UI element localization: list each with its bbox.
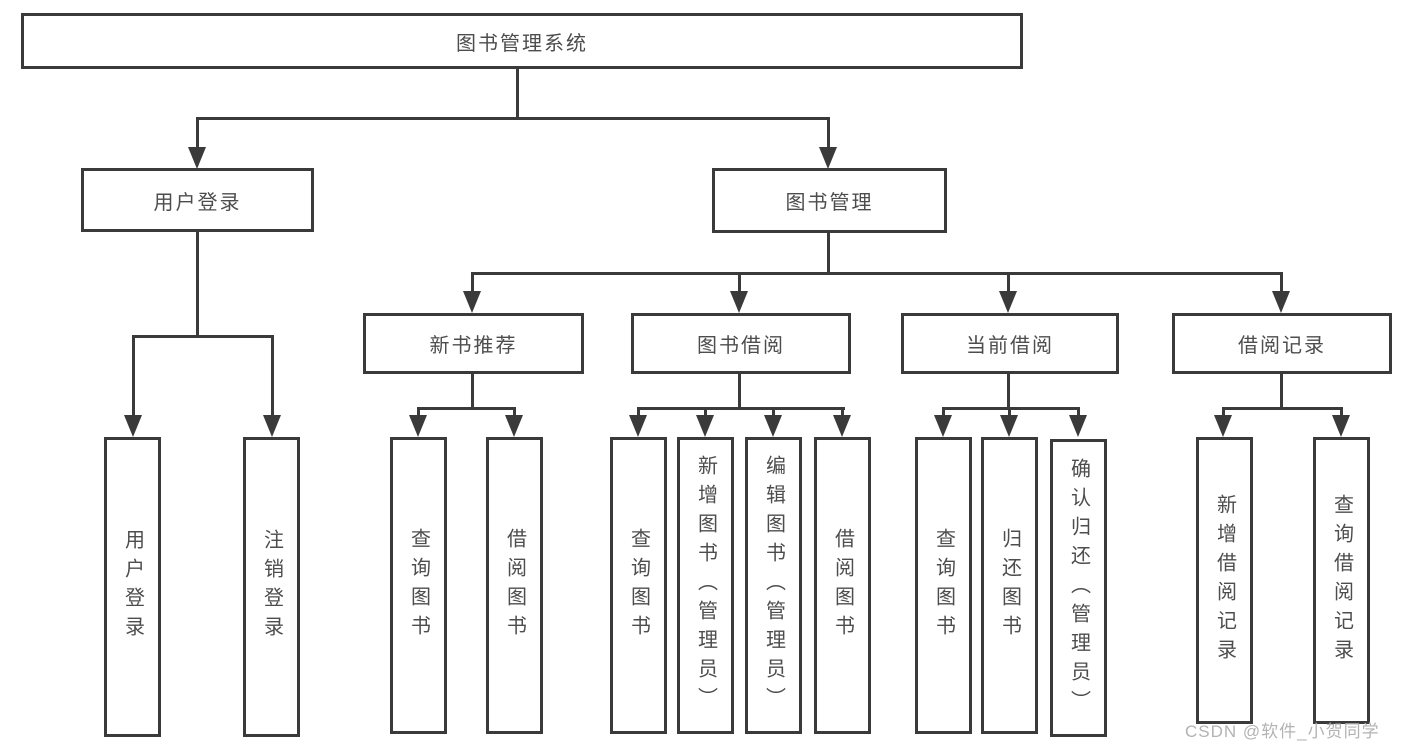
node-label: 借阅记录 [1238, 335, 1326, 357]
node-leaf-query-books-3: 查询图书 [915, 437, 972, 734]
node-label: 查询图书 [627, 527, 650, 644]
connector-new-book-recommend-stem [471, 371, 474, 407]
node-label: 图书借阅 [697, 335, 785, 357]
connector-to-book-management [827, 117, 830, 147]
arrowhead-new-book-recommend-icon [463, 291, 481, 313]
node-label: 新书推荐 [429, 335, 518, 357]
connector-level3-branch [471, 272, 1283, 275]
connector-new-book-recommend-branch [417, 407, 516, 410]
connector-level1-branch [196, 117, 830, 120]
connector-user-login-stem [196, 230, 199, 335]
connector-to-book-borrowing [738, 272, 741, 291]
node-label: 借阅图书 [831, 527, 854, 644]
connector-to-new-book-recommend [471, 272, 474, 291]
connector-leaf [942, 407, 945, 415]
connector-current-borrowing-branch [942, 407, 1080, 410]
arrowhead-leaf-icon [629, 415, 647, 437]
connector-current-borrowing-stem [1007, 371, 1010, 407]
connector-borrowing-records-branch [1222, 407, 1343, 410]
arrowhead-user-login-icon [188, 147, 206, 169]
node-label: 新增借阅记录 [1213, 493, 1236, 668]
connector-leaf [1340, 407, 1343, 415]
arrowhead-current-borrowing-icon [999, 291, 1017, 313]
node-leaf-user-login: 用户登录 [104, 437, 161, 737]
connector-book-borrowing-branch [637, 407, 845, 410]
arrowhead-leaf-user-login-icon [124, 415, 142, 437]
connector-leaf [1077, 407, 1080, 415]
csdn-watermark: CSDN @软件_小贺同学 [1185, 722, 1380, 741]
node-label: 查询借阅记录 [1330, 493, 1353, 668]
node-leaf-borrow-books-1: 借阅图书 [486, 437, 543, 734]
arrowhead-borrowing-records-icon [1272, 291, 1290, 313]
arrowhead-book-borrowing-icon [730, 291, 748, 313]
arrowhead-leaf-icon [505, 415, 523, 437]
node-label: 编辑图书（管理员） [762, 455, 785, 716]
node-label: 当前借阅 [966, 335, 1054, 357]
node-label: 查询图书 [407, 527, 430, 644]
node-leaf-borrow-books-2: 借阅图书 [814, 437, 871, 734]
node-book-management: 图书管理 [712, 168, 947, 233]
node-leaf-query-books-1: 查询图书 [390, 437, 447, 734]
connector-borrowing-records-stem [1280, 371, 1283, 407]
arrowhead-leaf-icon [1332, 415, 1350, 437]
connector-to-current-borrowing [1007, 272, 1010, 291]
node-label: 新增图书（管理员） [694, 455, 717, 716]
node-leaf-return-books: 归还图书 [981, 437, 1038, 734]
connector-leaf [841, 407, 844, 415]
connector-book-borrowing-stem [738, 371, 741, 407]
node-leaf-add-books-admin: 新增图书（管理员） [677, 437, 734, 734]
node-user-login: 用户登录 [81, 168, 314, 232]
connector-to-user-login [196, 117, 199, 147]
node-label: 归还图书 [998, 527, 1021, 644]
node-borrowing-records: 借阅记录 [1172, 313, 1392, 374]
node-book-borrowing: 图书借阅 [631, 313, 851, 374]
node-label: 图书管理系统 [456, 32, 588, 55]
arrowhead-leaf-icon [764, 415, 782, 437]
arrowhead-leaf-icon [934, 415, 952, 437]
node-label: 用户登录 [121, 529, 144, 645]
node-leaf-add-borrow-record: 新增借阅记录 [1196, 437, 1253, 724]
node-leaf-confirm-return-admin: 确认归还（管理员） [1050, 439, 1107, 737]
node-label: 查询图书 [932, 527, 955, 644]
arrowhead-leaf-icon [696, 415, 714, 437]
connector-leaf [704, 407, 707, 415]
arrowhead-leaf-icon [409, 415, 427, 437]
connector-leaf [637, 407, 640, 415]
connector-book-management-stem [827, 231, 830, 272]
node-new-book-recommend: 新书推荐 [363, 313, 584, 374]
node-label: 注销登录 [260, 529, 283, 645]
node-leaf-logout: 注销登录 [243, 437, 300, 737]
node-label: 用户登录 [153, 191, 242, 214]
arrowhead-leaf-icon [1214, 415, 1232, 437]
connector-leaf [417, 407, 420, 415]
connector-leaf [772, 407, 775, 415]
arrowhead-leaf-icon [1000, 415, 1018, 437]
arrowhead-leaf-icon [1069, 415, 1087, 437]
connector-to-leaf-logout [271, 335, 274, 415]
node-leaf-edit-books-admin: 编辑图书（管理员） [745, 437, 802, 734]
node-leaf-query-borrow-record: 查询借阅记录 [1313, 437, 1370, 724]
arrowhead-leaf-icon [833, 415, 851, 437]
connector-to-leaf-user-login [132, 335, 135, 415]
connector-leaf [1222, 407, 1225, 415]
arrowhead-book-management-icon [819, 147, 837, 169]
arrowhead-leaf-logout-icon [263, 415, 281, 437]
node-label: 确认归还（管理员） [1067, 457, 1090, 719]
node-label: 借阅图书 [503, 527, 526, 644]
connector-leaf [1008, 407, 1011, 415]
connector-leaf [513, 407, 516, 415]
node-leaf-query-books-2: 查询图书 [610, 437, 667, 734]
connector-root-stem [516, 69, 519, 117]
node-root-library-system: 图书管理系统 [21, 13, 1023, 69]
connector-to-borrowing-records [1280, 272, 1283, 291]
node-current-borrowing: 当前借阅 [901, 313, 1119, 374]
node-label: 图书管理 [785, 192, 874, 214]
connector-user-login-branch [132, 335, 274, 338]
